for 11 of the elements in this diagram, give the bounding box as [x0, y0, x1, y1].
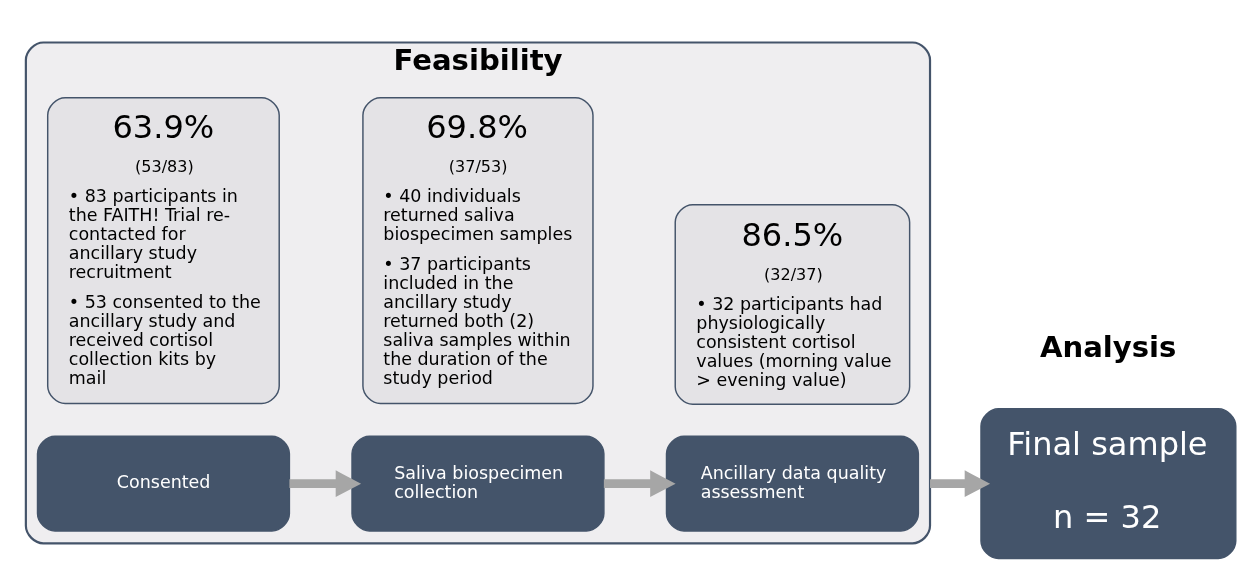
node-box: 69.8% (37/53) • 40 individuals returned saliva biospecimen samples • 37 participants included in the ancillary study returned both (2) saliva samples within the duration of the study period: [362, 96, 594, 404]
arrow: [603, 469, 676, 497]
node-box: Final sample n = 32: [980, 407, 1237, 559]
node-box: Saliva biospecimen collection: [351, 435, 605, 532]
node-box: 63.9% (53/83) • 83 participants in the FAITH! Trial re-contacted for ancillary study recruitment • 53 consented to the ancillary study and received cortisol collection kits by mail: [47, 96, 280, 404]
arrow: [930, 469, 991, 497]
node-box: Consented: [36, 435, 291, 532]
arrow: [289, 469, 362, 497]
node-box: 86.5% (32/37) • 32 participants had physiologically consistent cortisol values (morning value > evening value): [674, 203, 911, 405]
node-box: Ancillary data quality assessment: [665, 435, 920, 532]
label: Analysis: [1039, 329, 1177, 364]
